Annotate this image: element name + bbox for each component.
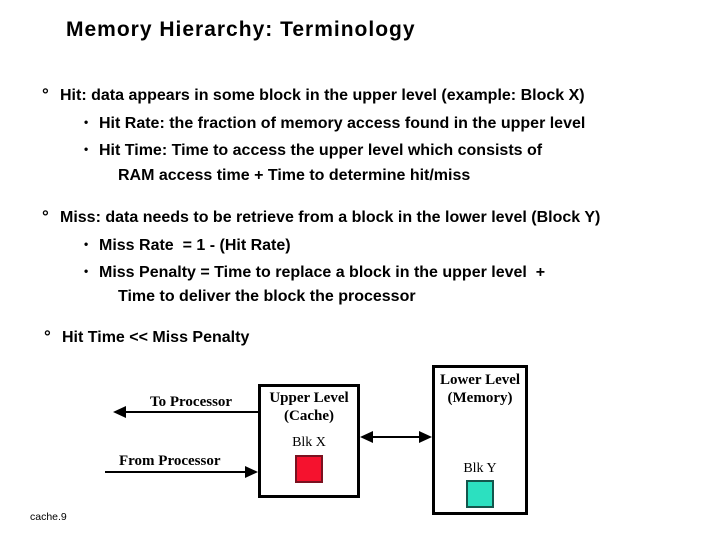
upper-level-title: Upper Level <box>269 390 349 406</box>
to-processor-arrow-line <box>124 411 258 413</box>
bullet-line-miss: ° Miss: data needs to be retrieve from a … <box>42 208 600 227</box>
bullet-text: Miss Penalty = Time to replace a block i… <box>99 264 546 281</box>
from-processor-arrowhead-icon <box>245 466 258 478</box>
to-processor-label: To Processor <box>150 394 233 410</box>
slide-footer: cache.9 <box>30 511 67 523</box>
lower-level-title: Lower Level <box>439 372 521 388</box>
blk-y-square <box>466 480 494 508</box>
blk-y-label: Blk Y <box>463 461 497 476</box>
bullet-text: Hit Time: Time to access the upper level… <box>99 142 543 159</box>
page-title: Memory Hierarchy: Terminology <box>66 18 416 41</box>
lower-level-subtitle: (Memory) <box>447 390 513 406</box>
bullet-line-summary: ° Hit Time << Miss Penalty <box>44 328 249 347</box>
level2-bullet: • <box>84 142 89 156</box>
bullet-line-miss-penalty: • Miss Penalty = Time to replace a block … <box>84 262 545 282</box>
bullet-line-miss-penalty-cont: Time to deliver the block the processor <box>118 288 416 306</box>
bullet-line-hit-time-cont: RAM access time + Time to determine hit/… <box>118 167 470 185</box>
lower-level-box: Lower Level (Memory) Blk Y <box>432 365 528 515</box>
blk-x-label: Blk X <box>292 435 326 450</box>
bullet-text: Hit: data appears in some block in the u… <box>60 87 585 104</box>
level1-bullet: ° <box>44 327 51 346</box>
bullet-line-hit: ° Hit: data appears in some block in the … <box>42 86 585 105</box>
upper-level-box: Upper Level (Cache) Blk X <box>258 384 360 498</box>
bullet-text: Hit Rate: the fraction of memory access … <box>99 115 586 132</box>
bullet-line-hit-rate: • Hit Rate: the fraction of memory access… <box>84 113 585 133</box>
level1-bullet: ° <box>42 85 49 104</box>
level2-bullet: • <box>84 237 89 251</box>
from-processor-label: From Processor <box>119 453 221 469</box>
bullet-text: RAM access time + Time to determine hit/… <box>118 167 471 184</box>
bullet-text: Hit Time << Miss Penalty <box>62 329 250 346</box>
bullet-text: Miss: data needs to be retrieve from a b… <box>60 209 601 226</box>
transfer-arrowhead-right-icon <box>419 431 432 443</box>
level1-bullet: ° <box>42 207 49 226</box>
from-processor-arrow-line <box>105 471 247 473</box>
transfer-arrowhead-left-icon <box>360 431 373 443</box>
level2-bullet: • <box>84 264 89 278</box>
to-processor-arrowhead-icon <box>113 406 126 418</box>
blk-x-square <box>295 455 323 483</box>
bullet-line-hit-time: • Hit Time: Time to access the upper leve… <box>84 140 542 160</box>
bullet-line-miss-rate: • Miss Rate = 1 - (Hit Rate) <box>84 235 291 255</box>
upper-level-subtitle: (Cache) <box>284 408 334 424</box>
bullet-text: Miss Rate = 1 - (Hit Rate) <box>99 237 291 254</box>
level2-bullet: • <box>84 115 89 129</box>
transfer-arrow-line <box>370 436 422 438</box>
bullet-text: Time to deliver the block the processor <box>118 288 416 305</box>
